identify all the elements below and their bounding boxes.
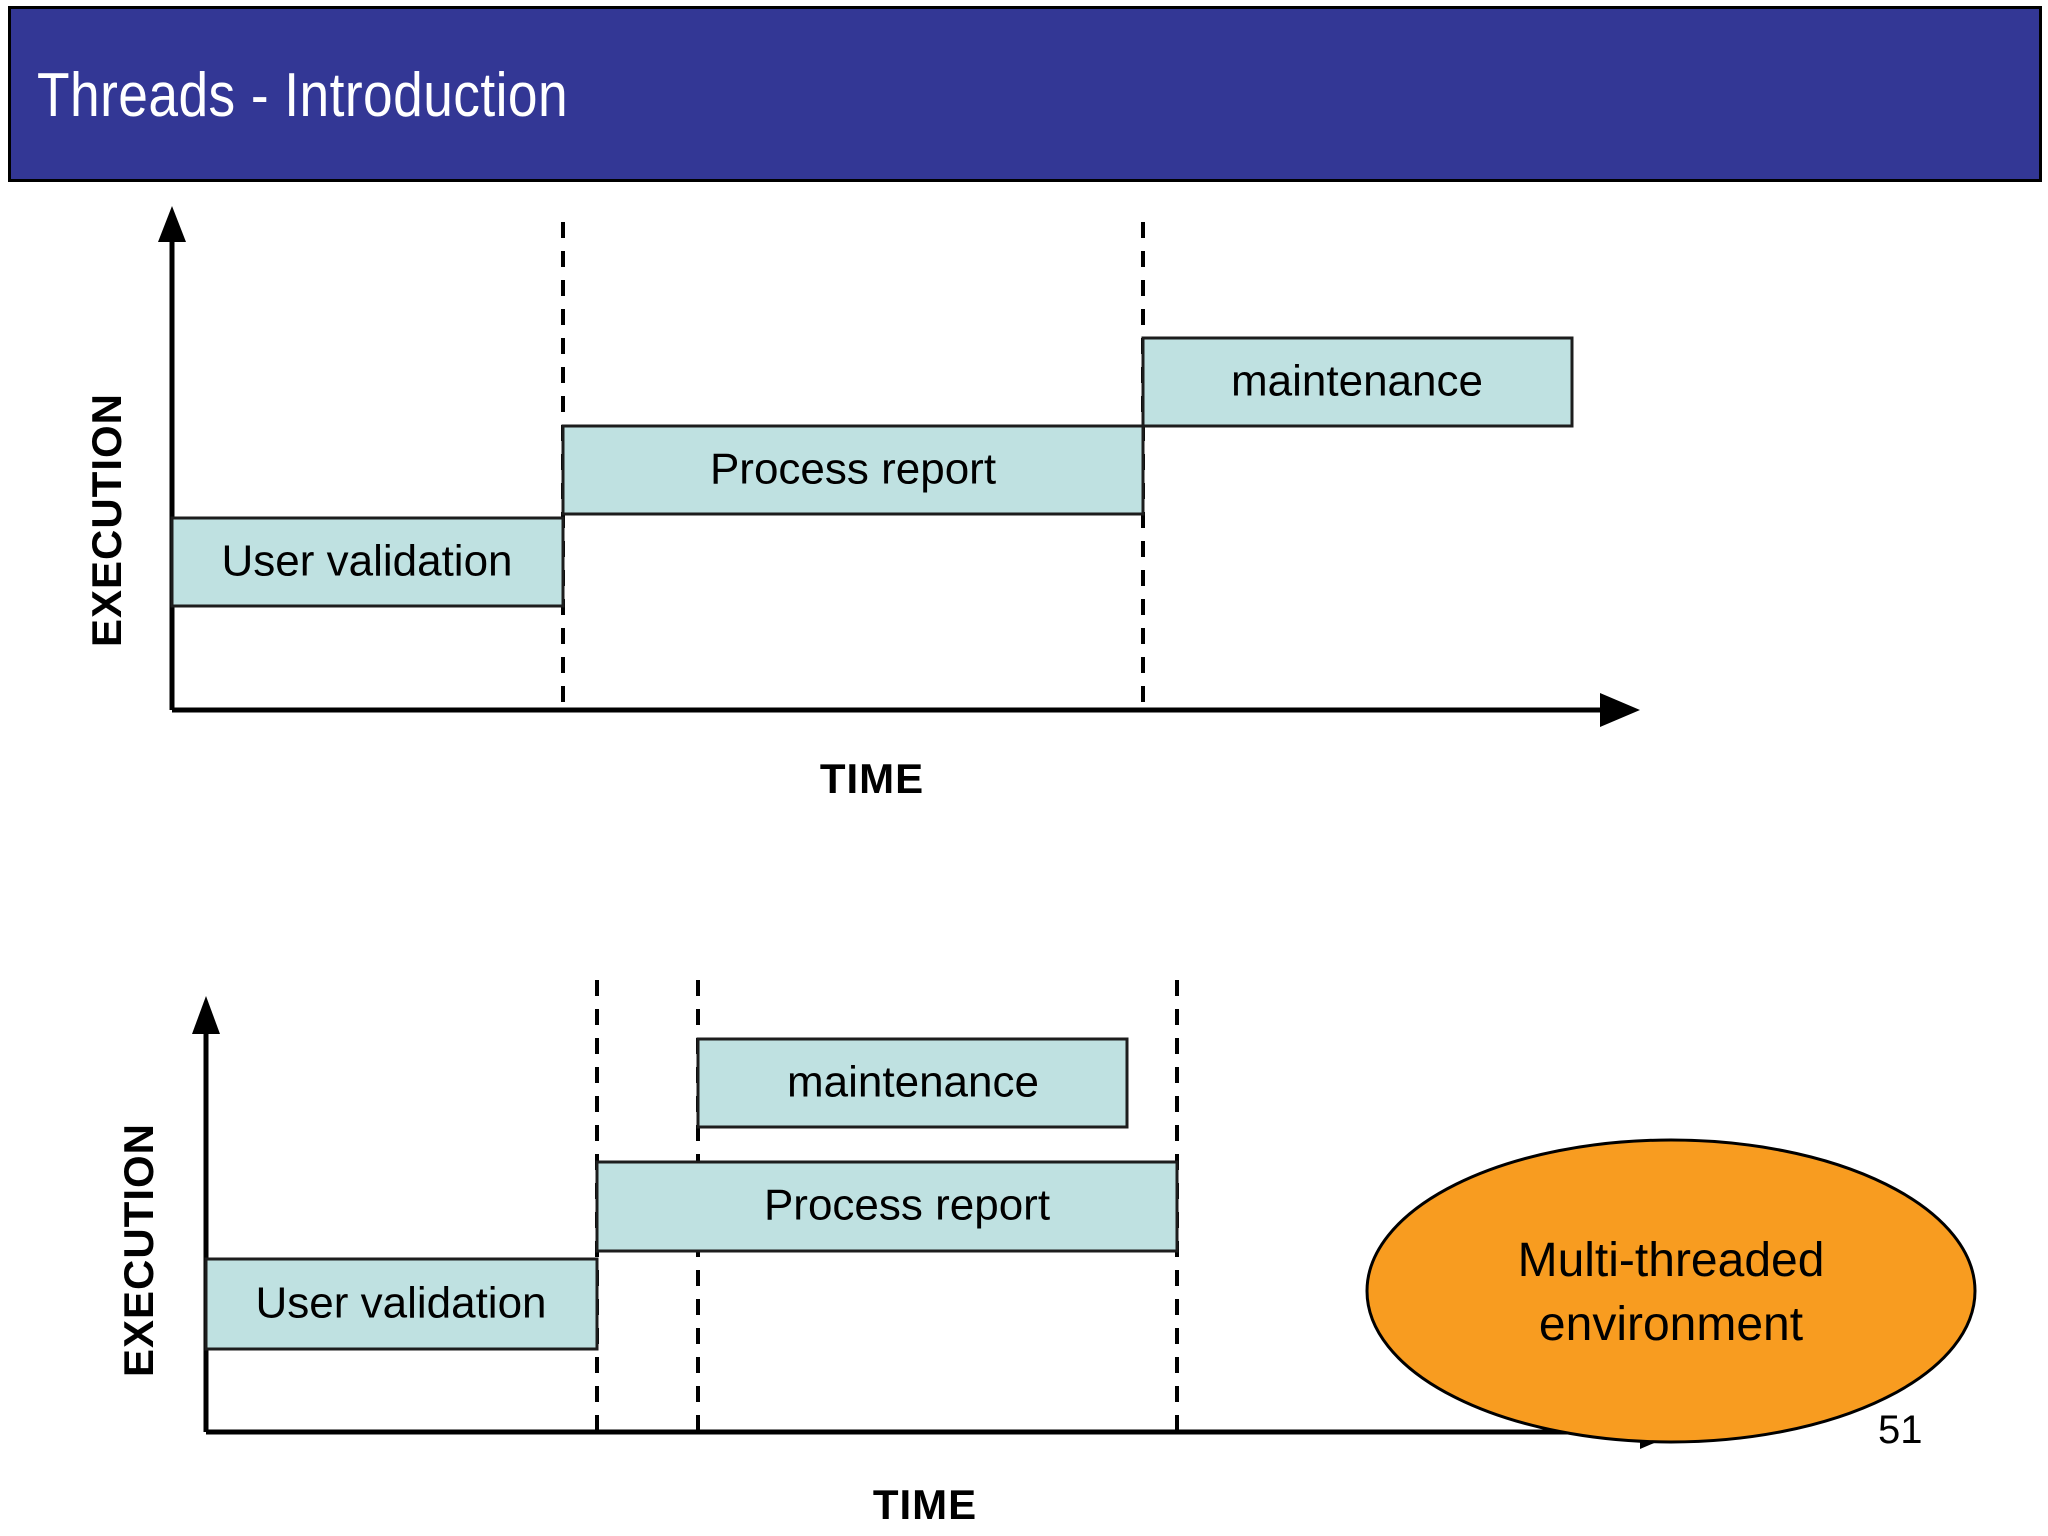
task-bar-process-report: Process report (561, 424, 1145, 516)
y-axis-title: EXECUTION (83, 393, 130, 647)
x-axis-chart1 (172, 693, 1640, 727)
chart-single-threaded: User validation Process report maintenan… (83, 206, 1640, 802)
task-bar-process-report: Process report (595, 1160, 1179, 1253)
page-title: Threads - Introduction (37, 61, 569, 130)
task-bar-label: maintenance (1231, 357, 1483, 406)
task-bar-label: Process report (710, 445, 996, 494)
x-axis-title: TIME (820, 755, 924, 802)
task-bar-label: User validation (221, 537, 512, 586)
y-axis-chart2 (192, 996, 220, 1432)
ellipse-shape (1365, 1138, 1977, 1444)
task-bar-label: User validation (255, 1279, 546, 1328)
callout-line-1: Multi-threaded (1518, 1234, 1825, 1287)
slide-title-banner: Threads - Introduction (8, 6, 2042, 182)
y-axis-chart1 (158, 206, 186, 710)
task-bar-label: Process report (764, 1181, 1050, 1230)
task-bar-maintenance: maintenance (696, 1037, 1129, 1129)
page-number: 51 (1878, 1408, 1923, 1452)
chart-multi-threaded: User validation Process report maintenan… (115, 980, 1680, 1528)
x-axis-title: TIME (873, 1481, 977, 1528)
y-axis-title: EXECUTION (115, 1123, 162, 1377)
task-bar-user-validation: User validation (170, 516, 565, 608)
task-bar-user-validation: User validation (204, 1257, 599, 1351)
task-bar-maintenance: maintenance (1141, 336, 1574, 428)
multi-threaded-callout: Multi-threaded environment (1365, 1138, 1977, 1444)
task-bar-label: maintenance (787, 1058, 1039, 1107)
callout-line-2: environment (1539, 1298, 1803, 1351)
